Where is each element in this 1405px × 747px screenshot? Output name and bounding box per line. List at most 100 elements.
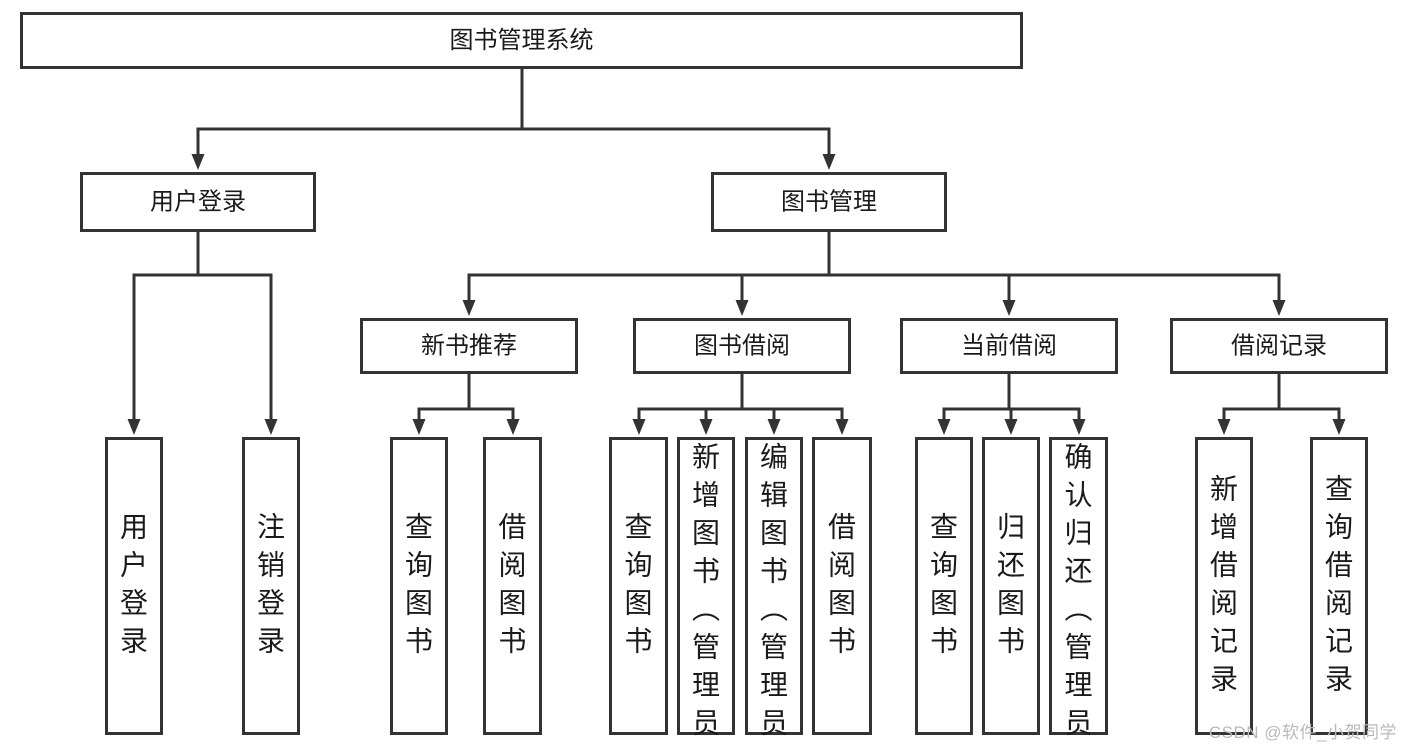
watermark-credit: CSDN @软件_小贺同学 xyxy=(1208,723,1397,742)
nodes-layer: 图书管理系统用户登录图书管理新书推荐图书借阅当前借阅借阅记录用户登录注销登录查询… xyxy=(20,12,1388,747)
node-leaf-user-login[interactable]: 用户登录 xyxy=(105,437,163,735)
node-label: 借阅记录 xyxy=(1231,332,1327,359)
node-label-char: 增 xyxy=(1210,511,1238,542)
node-current-borrow[interactable]: 当前借阅 xyxy=(900,318,1118,374)
arrowhead-icon xyxy=(937,419,951,435)
node-label-char: 管 xyxy=(692,631,720,662)
node-label-char: 员 xyxy=(692,707,720,738)
connector-path xyxy=(467,232,831,303)
node-box[interactable] xyxy=(900,318,1118,374)
arrowhead-icon xyxy=(506,419,520,435)
node-label-char: 书 xyxy=(760,555,788,586)
node-box[interactable] xyxy=(20,12,1023,69)
arrowhead-icon xyxy=(1272,300,1286,316)
arrowhead-icon xyxy=(191,154,205,170)
connector-path xyxy=(520,69,831,157)
node-box[interactable] xyxy=(483,437,542,735)
connector-path xyxy=(196,232,273,422)
node-label: 用户登录 xyxy=(150,188,246,215)
node-label: 图书管理 xyxy=(781,188,877,215)
node-label-char: 书 xyxy=(930,625,958,656)
arrowhead-icon xyxy=(127,419,141,435)
node-label-char: 录 xyxy=(1210,663,1238,694)
connector-root-to-user-login xyxy=(191,69,524,170)
node-box[interactable] xyxy=(915,437,973,735)
connector-path xyxy=(740,232,831,303)
node-label-char: 辑 xyxy=(760,479,788,510)
connector-path xyxy=(1222,374,1281,422)
arrowhead-icon xyxy=(735,300,749,316)
node-box[interactable] xyxy=(633,318,851,374)
node-box[interactable] xyxy=(711,172,947,232)
node-box[interactable] xyxy=(1310,437,1368,735)
node-box[interactable] xyxy=(80,172,316,232)
node-root[interactable]: 图书管理系统 xyxy=(20,12,1023,69)
node-label-char: 归 xyxy=(1064,517,1092,548)
connector-book-borrow-to-leaf-add-book xyxy=(699,374,744,435)
node-box[interactable] xyxy=(609,437,668,735)
node-label-char: 书 xyxy=(624,625,652,656)
node-box[interactable] xyxy=(105,437,163,735)
connector-borrow-record-to-leaf-add-record xyxy=(1217,374,1281,435)
arrowhead-icon xyxy=(1002,300,1016,316)
node-book-borrow[interactable]: 图书借阅 xyxy=(633,318,851,374)
node-box[interactable] xyxy=(982,437,1040,735)
node-label-char: 询 xyxy=(405,549,433,580)
node-label-char: 录 xyxy=(257,625,285,656)
node-label-char: 增 xyxy=(692,479,720,510)
arrowhead-icon xyxy=(1217,419,1231,435)
node-label-char: 还 xyxy=(1064,555,1092,586)
connector-book-manage-to-book-borrow xyxy=(735,232,831,316)
edges-layer xyxy=(127,69,1346,435)
arrowhead-icon xyxy=(822,154,836,170)
node-box[interactable] xyxy=(1170,318,1388,374)
connector-path xyxy=(942,374,1011,422)
node-box[interactable] xyxy=(677,437,735,735)
node-box[interactable] xyxy=(1195,437,1253,735)
node-label-char: 确 xyxy=(1064,441,1092,472)
node-box[interactable] xyxy=(1049,437,1108,735)
node-label-char: 记 xyxy=(1325,625,1353,656)
node-borrow-record[interactable]: 借阅记录 xyxy=(1170,318,1388,374)
node-label-char: 员 xyxy=(760,707,788,738)
node-box[interactable] xyxy=(360,318,578,374)
node-label-char: 询 xyxy=(930,549,958,580)
node-user-login[interactable]: 用户登录 xyxy=(80,172,316,232)
node-label-char: 书 xyxy=(997,625,1025,656)
node-book-manage[interactable]: 图书管理 xyxy=(711,172,947,232)
connector-path xyxy=(637,374,744,422)
node-label-char: 员 xyxy=(1064,707,1092,738)
connector-user-login-to-leaf-user-login xyxy=(127,232,200,435)
node-label-char: 登 xyxy=(257,587,285,618)
node-new-book-rec[interactable]: 新书推荐 xyxy=(360,318,578,374)
node-label-char: 登 xyxy=(120,587,148,618)
node-box[interactable] xyxy=(390,437,448,735)
node-label-char: 还 xyxy=(997,549,1025,580)
arrowhead-icon xyxy=(632,419,646,435)
connector-path xyxy=(417,374,471,422)
node-label: 新书推荐 xyxy=(421,332,517,359)
node-box[interactable] xyxy=(745,437,803,735)
node-label-char: 归 xyxy=(997,511,1025,542)
node-label-char: 管 xyxy=(760,631,788,662)
node-box[interactable] xyxy=(812,437,872,735)
connector-current-borrow-to-leaf-return-book xyxy=(1004,374,1018,435)
node-box[interactable] xyxy=(242,437,300,735)
node-label-char: 查 xyxy=(1325,473,1353,504)
node-label-char: ︵ xyxy=(1064,593,1092,624)
connector-current-borrow-to-leaf-query-book-3 xyxy=(937,374,1011,435)
node-label-char: 书 xyxy=(405,625,433,656)
